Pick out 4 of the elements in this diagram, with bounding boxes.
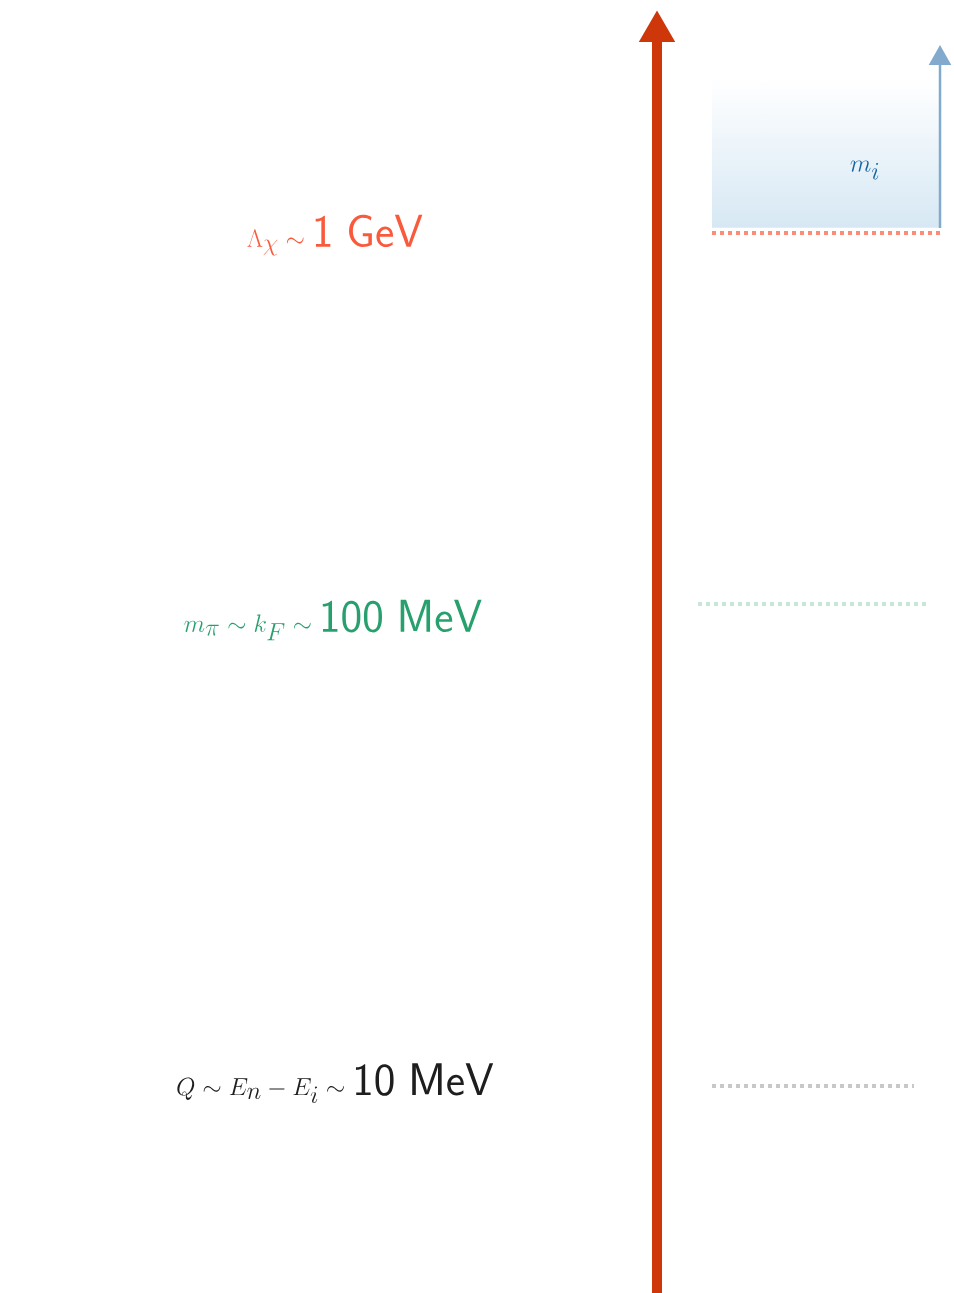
scale-label: $Q \sim E_n - E_i \sim \mathsf{10\ MeV}$ <box>177 1063 494 1104</box>
mass-label: $m_i$ <box>850 160 879 180</box>
scale-label: $\Lambda_\chi \sim \mathsf{1\ GeV}$ <box>247 214 423 256</box>
scale-label: $m_\pi \sim k_F \sim \mathsf{100\ MeV}$ <box>184 599 482 641</box>
